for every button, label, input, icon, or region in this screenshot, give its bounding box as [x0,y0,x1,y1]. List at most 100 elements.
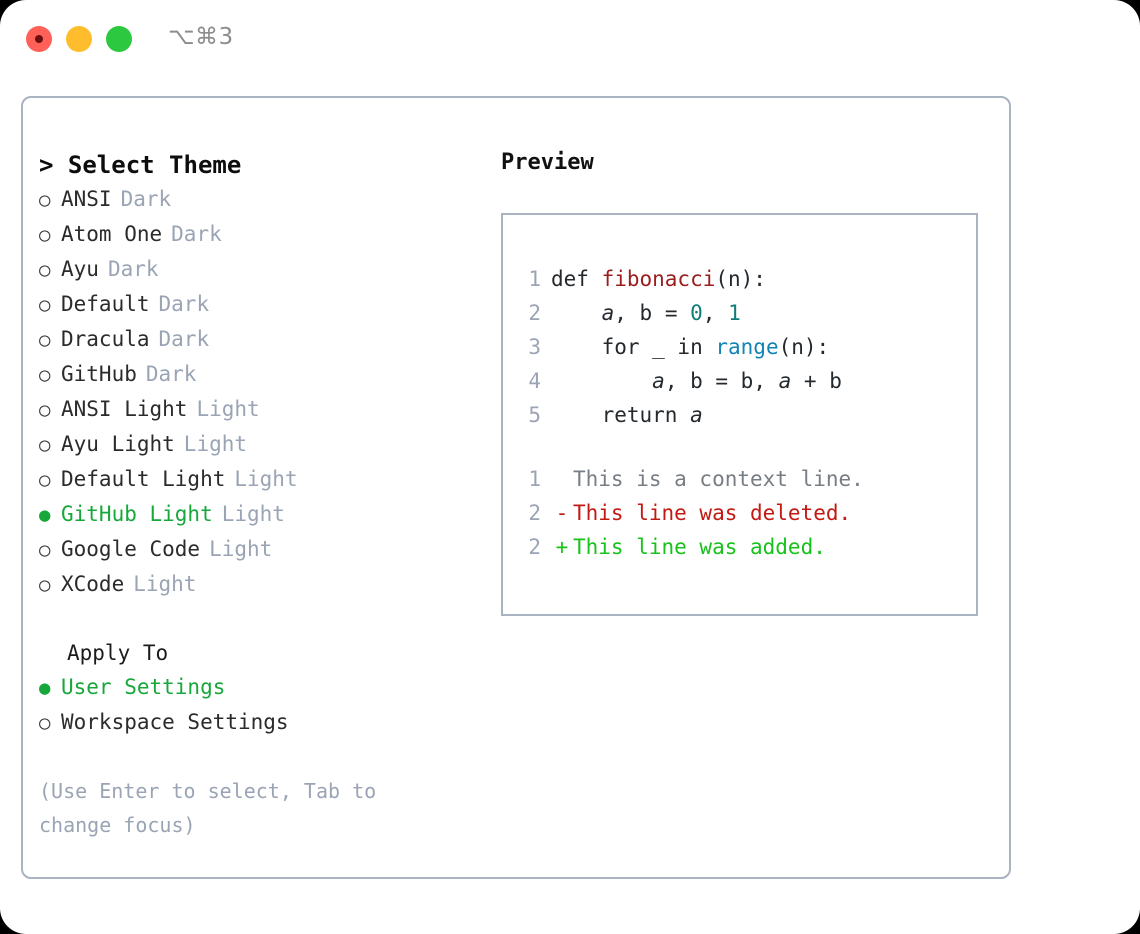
diff-line-text: This is a context line. [573,467,864,491]
code-line-number: 3 [528,335,541,359]
keyboard-shortcut-label: ⌥⌘3 [168,24,234,50]
theme-variant-badge: Dark [158,292,210,316]
theme-option-label: ANSI Light [61,397,188,421]
radio-unselected-icon: ○ [39,574,51,596]
theme-option-google-code[interactable]: ○ Google Code Light [39,532,479,567]
code-token-plain: (n): [778,335,830,359]
radio-unselected-icon: ○ [39,294,51,316]
maximize-window-button[interactable] [106,26,132,52]
radio-unselected-icon: ○ [39,712,51,734]
code-line-text: a, b = 0, 1 [551,301,741,325]
radio-unselected-icon: ○ [39,364,51,386]
code-line-text: for _ in range(n): [551,335,830,359]
code-token-num: 1 [728,301,741,325]
code-line-number: 1 [528,267,541,291]
window-titlebar: ⌥⌘3 [0,0,1140,76]
theme-option-label: Default Light [61,467,226,491]
theme-variant-badge: Dark [145,362,197,386]
theme-variant-badge: Light [133,572,197,596]
theme-variant-badge: Light [196,397,260,421]
diff-line-context: 1 This is a context line. [515,467,970,501]
code-token-plain [551,301,602,325]
code-token-plain [551,369,652,393]
code-token-num: 0 [690,301,703,325]
theme-variant-badge: Dark [171,222,222,246]
code-token-plain: , [702,301,729,325]
diff-line-number: 2 [528,535,541,559]
code-token-plain: , b = b, [664,369,779,393]
theme-variant-badge: Light [234,467,298,491]
theme-option-label: ANSI [61,187,112,211]
radio-unselected-icon: ○ [39,329,51,351]
code-token-plain: + b [791,369,842,393]
theme-option-label: Dracula [61,327,150,351]
theme-option-atom-one[interactable]: ○ Atom One Dark [39,217,479,252]
code-line-text: def fibonacci(n): [551,267,766,291]
code-line-text: return a [551,403,703,427]
code-token-var: a [601,301,615,325]
diff-line-added: 2 +This line was added. [515,535,970,569]
radio-selected-icon: ● [39,504,51,526]
radio-unselected-icon: ○ [39,259,51,281]
code-token-var: a [778,369,792,393]
recording-indicator-icon [35,35,43,43]
code-token-func: fibonacci [601,267,716,291]
apply-to-option-user-settings[interactable]: ● User Settings [39,670,479,705]
diff-line-sign: + [555,535,569,559]
code-line-number: 2 [528,301,541,325]
code-line: 3 for _ in range(n): [515,335,970,369]
radio-unselected-icon: ○ [39,399,51,421]
preview-header: Preview [501,150,594,175]
code-line: 2 a, b = 0, 1 [515,301,970,335]
radio-unselected-icon: ○ [39,189,51,211]
minimize-window-button[interactable] [66,26,92,52]
theme-variant-badge: Light [209,537,273,561]
diff-line-deleted: 2-This line was deleted. [515,501,970,535]
code-line-number: 4 [528,369,541,393]
theme-option-xcode[interactable]: ○ XCode Light [39,567,479,602]
radio-selected-icon: ● [39,677,51,699]
theme-option-label: Atom One [61,222,163,246]
radio-unselected-icon: ○ [39,224,51,246]
radio-unselected-icon: ○ [39,469,51,491]
theme-option-ayu-light[interactable]: ○ Ayu Light Light [39,427,479,462]
theme-option-ansi-light[interactable]: ○ ANSI Light Light [39,392,479,427]
apply-to-option-list: ● User Settings ○ Workspace Settings [39,670,479,740]
radio-unselected-icon: ○ [39,434,51,456]
code-token-plain: = [652,301,691,325]
code-token-plain: (n): [715,267,766,291]
code-diff-spacer [515,437,970,467]
diff-line-sign [551,467,573,491]
code-line: 5 return a [515,403,970,437]
code-token-plain: , [614,301,640,325]
apply-to-option-label: User Settings [61,675,226,699]
theme-option-label: Ayu [61,257,99,281]
code-token-plain: for _ in [551,335,716,359]
theme-variant-badge: Light [183,432,248,456]
code-line: 4 a, b = b, a + b [515,369,970,403]
theme-option-label: GitHub Light [61,502,213,526]
apply-to-option-label: Workspace Settings [61,710,289,734]
radio-unselected-icon: ○ [39,539,51,561]
apply-to-option-workspace-settings[interactable]: ○ Workspace Settings [39,705,479,740]
code-token-plain: return [551,403,691,427]
theme-option-default-light[interactable]: ○ Default Light Light [39,462,479,497]
diff-line-text: This line was added. [573,535,826,559]
diff-line-text: This line was deleted. [573,501,852,525]
theme-option-label: XCode [61,572,125,596]
theme-option-label: Ayu Light [61,432,175,456]
code-token-var: a [690,403,703,427]
theme-option-label: Google Code [61,537,201,561]
code-token-plain: b [639,301,653,325]
apply-to-header: Apply To [67,641,169,665]
